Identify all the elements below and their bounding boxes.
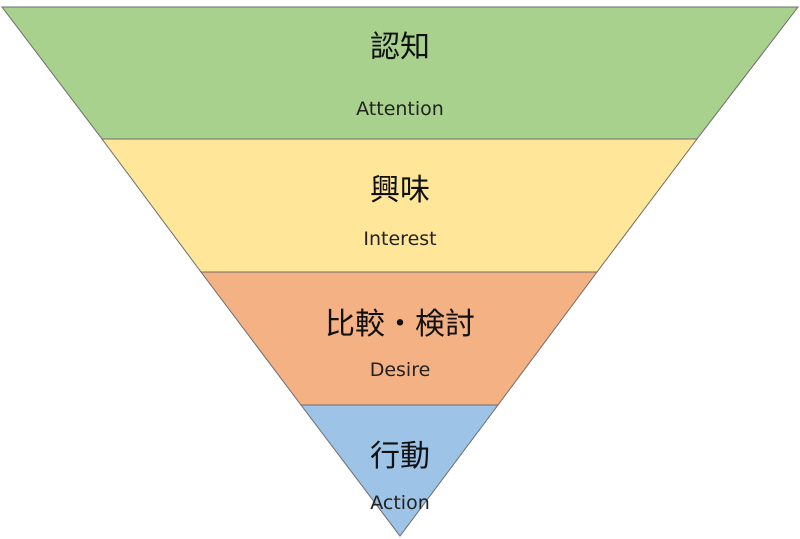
stage-subtitle-attention: Attention: [356, 98, 444, 120]
stage-subtitle-desire: Desire: [370, 359, 431, 381]
stage-subtitle-action: Action: [370, 492, 430, 514]
funnel-stage-action: 行動 Action: [299, 404, 499, 537]
stage-title-action: 行動: [370, 439, 430, 474]
funnel-stage-attention: 認知 Attention: [0, 6, 800, 140]
stage-title-interest: 興味: [370, 173, 430, 208]
stage-subtitle-interest: Interest: [363, 228, 436, 250]
stage-title-desire: 比較・検討: [325, 307, 475, 342]
stage-title-attention: 認知: [370, 30, 430, 65]
funnel-stage-interest: 興味 Interest: [101, 138, 699, 273]
funnel-band-action: [299, 404, 499, 537]
funnel-stage-desire: 比較・検討 Desire: [199, 271, 598, 406]
